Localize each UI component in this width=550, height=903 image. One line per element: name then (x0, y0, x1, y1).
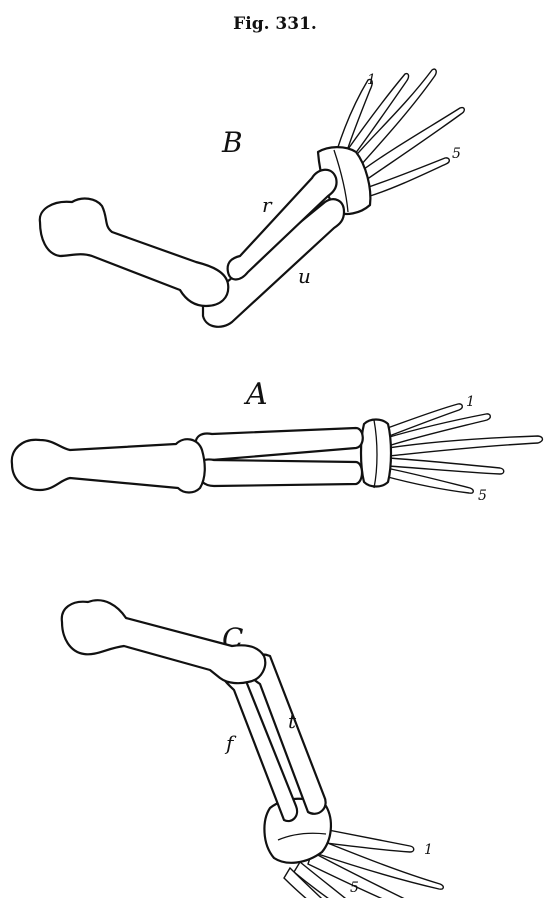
panel-c-tibia-label: t (288, 709, 297, 733)
panel-b: B 1 5 u r (40, 69, 464, 327)
panel-b-radius-label: r (262, 193, 273, 217)
panel-c-digit-5-label: 5 (350, 880, 359, 896)
panel-b-letter: B (221, 126, 243, 159)
panel-a: A 1 5 (12, 377, 543, 504)
panel-b-ulna-label: u (298, 264, 311, 288)
panel-a-ulna (198, 459, 362, 486)
panel-a-letter: A (243, 377, 268, 412)
panel-c-digit-1-label: 1 (424, 842, 433, 858)
panel-b-humerus (40, 199, 228, 306)
figure-caption: Fig. 331. (0, 14, 550, 34)
panel-c-fibula-label: f (224, 731, 237, 755)
panel-a-digits: 1 5 (382, 394, 543, 504)
panel-c: C 1 5 f t (62, 600, 452, 898)
panel-a-digit-5-label: 5 (478, 488, 487, 504)
panel-b-digit-1-label: 1 (367, 72, 376, 88)
panel-a-digit-1-label: 1 (466, 394, 475, 410)
panel-a-humerus (12, 439, 205, 492)
panel-a-radius (196, 428, 363, 460)
panel-b-digit-5-label: 5 (452, 146, 461, 162)
